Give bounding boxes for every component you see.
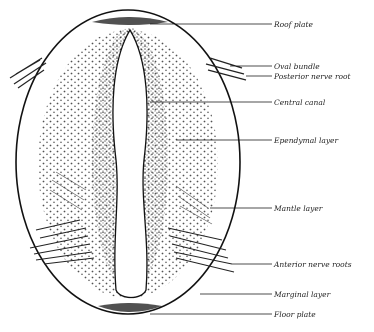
- label-oval-bundle: Oval bundle: [274, 62, 320, 71]
- label-roof-plate: Roof plate: [273, 20, 314, 29]
- label-anterior-nerve-roots: Anterior nerve roots: [273, 260, 352, 269]
- label-central-canal: Central canal: [274, 98, 326, 107]
- label-posterior-nerve-root: Posterior nerve root: [273, 72, 352, 81]
- label-floor-plate: Floor plate: [273, 310, 316, 319]
- label-ependymal-layer: Ependymal layer: [273, 136, 338, 145]
- label-marginal-layer: Marginal layer: [273, 290, 331, 299]
- central-canal-shape: [113, 30, 147, 298]
- label-mantle-layer: Mantle layer: [273, 204, 323, 213]
